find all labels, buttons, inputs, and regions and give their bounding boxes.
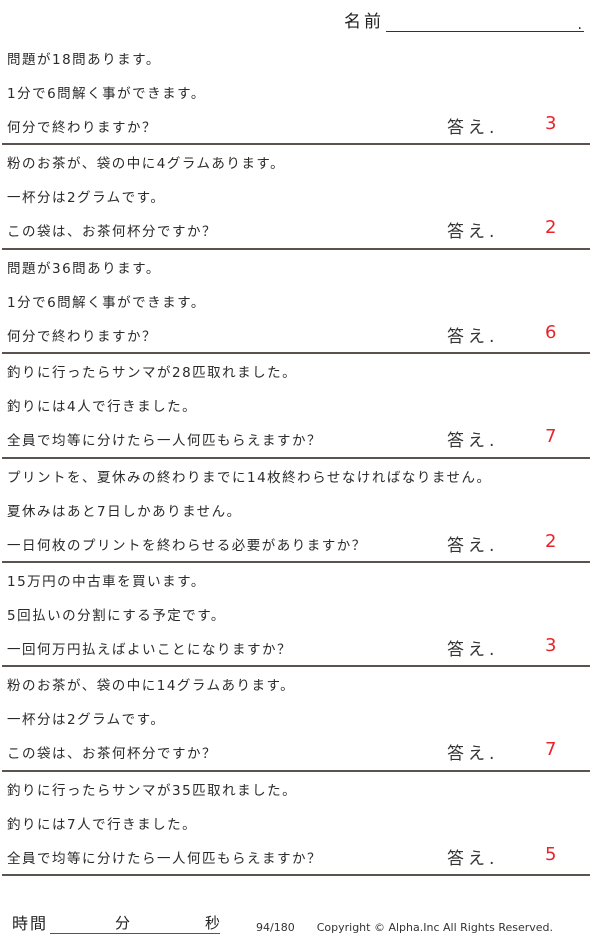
problem-line: 5回払いの分割にする予定です。 (7, 607, 226, 624)
problem-question: 一回何万円払えばよいことになりますか？ (7, 641, 292, 658)
answer-label: 答え. (447, 848, 499, 869)
problem-question: この袋は、お茶何杯分ですか？ (7, 746, 217, 763)
problem-2: 粉のお茶が、袋の中に4グラムあります。 一杯分は2グラムです。 この袋は、お茶何… (0, 145, 590, 250)
problem-line: 一杯分は2グラムです。 (7, 712, 166, 729)
minutes-label: 分 (115, 914, 131, 932)
problem-line: 問題が36問あります。 (7, 260, 161, 277)
answer-label: 答え. (447, 431, 499, 452)
problem-line: 夏休みはあと7日しかありません。 (7, 503, 242, 520)
divider (2, 143, 590, 146)
seconds-label: 秒 (205, 914, 221, 932)
answer-label: 答え. (447, 222, 499, 243)
problem-1: 問題が18問あります。 1分で6問解く事ができます。 何分で終わりますか？ 答え… (0, 41, 590, 146)
answer-value: 2 (545, 530, 557, 552)
problem-question: 全員で均等に分けたら一人何匹もらえますか？ (7, 433, 322, 450)
answer-value: 6 (545, 321, 557, 343)
answer-value: 2 (545, 217, 557, 239)
footer: 時間 分 秒 94/180 Copyright © Alpha.Inc All … (12, 908, 592, 934)
problem-7: 粉のお茶が、袋の中に14グラムあります。 一杯分は2グラムです。 この袋は、お茶… (0, 667, 590, 772)
problem-4: 釣りに行ったらサンマが28匹取れました。 釣りには4人で行きました。 全員で均等… (0, 354, 590, 459)
time-blank[interactable]: 分 秒 (50, 913, 221, 934)
divider (2, 247, 590, 250)
name-label: 名前 (344, 12, 384, 32)
problem-3: 問題が36問あります。 1分で6問解く事ができます。 何分で終わりますか？ 答え… (0, 250, 590, 355)
answer-label: 答え. (447, 744, 499, 765)
problem-question: 全員で均等に分けたら一人何匹もらえますか？ (7, 850, 322, 867)
answer-value: 7 (545, 739, 557, 761)
problem-line: 問題が18問あります。 (7, 52, 161, 68)
page-number: 94/180 (256, 921, 295, 934)
problem-line: 粉のお茶が、袋の中に14グラムあります。 (7, 678, 296, 695)
problem-question: 一日何枚のプリントを終わらせる必要がありますか？ (7, 537, 367, 554)
problem-line: 一杯分は2グラムです。 (7, 190, 166, 207)
name-dot: . (577, 17, 582, 33)
answer-value: 3 (545, 113, 557, 134)
divider (2, 456, 590, 459)
answer-label: 答え. (447, 326, 499, 347)
problem-question: 何分で終わりますか？ (7, 120, 157, 136)
problem-line: 釣りには7人で行きました。 (7, 816, 198, 833)
answer-value: 7 (545, 426, 557, 448)
answer-label: 答え. (447, 118, 499, 138)
problem-line: 15万円の中古車を買います。 (7, 573, 206, 590)
problem-line: 釣りに行ったらサンマが28匹取れました。 (7, 365, 298, 382)
divider (2, 769, 590, 772)
divider (2, 665, 590, 668)
problem-list: 問題が18問あります。 1分で6問解く事ができます。 何分で終わりますか？ 答え… (0, 41, 590, 877)
name-blank[interactable]: . (386, 13, 584, 33)
problem-line: 粉のお茶が、袋の中に4グラムあります。 (7, 156, 286, 173)
name-field: 名前 . (344, 6, 584, 33)
problem-line: 1分で6問解く事ができます。 (7, 86, 206, 102)
answer-label: 答え. (447, 639, 499, 660)
divider (2, 560, 590, 563)
problem-5: プリントを、夏休みの終わりまでに14枚終わらせなければなりません。 夏休みはあと… (0, 459, 590, 563)
problem-8: 釣りに行ったらサンマが35匹取れました。 釣りには7人で行きました。 全員で均等… (0, 772, 590, 877)
problem-question: 何分で終わりますか？ (7, 328, 157, 345)
problem-line: プリントを、夏休みの終わりまでに14枚終わらせなければなりません。 (7, 469, 492, 486)
problem-line: 釣りに行ったらサンマが35匹取れました。 (7, 782, 298, 799)
answer-value: 5 (545, 843, 557, 865)
problem-line: 釣りには4人で行きました。 (7, 399, 198, 416)
divider (2, 352, 590, 355)
problem-6: 15万円の中古車を買います。 5回払いの分割にする予定です。 一回何万円払えばよ… (0, 563, 590, 668)
divider (2, 874, 590, 877)
copyright: Copyright © Alpha.Inc All Rights Reserve… (316, 921, 554, 934)
problem-question: この袋は、お茶何杯分ですか？ (7, 224, 217, 241)
answer-value: 3 (545, 634, 557, 656)
problem-line: 1分で6問解く事ができます。 (7, 294, 206, 311)
answer-label: 答え. (447, 535, 499, 556)
time-label: 時間 (12, 914, 49, 933)
